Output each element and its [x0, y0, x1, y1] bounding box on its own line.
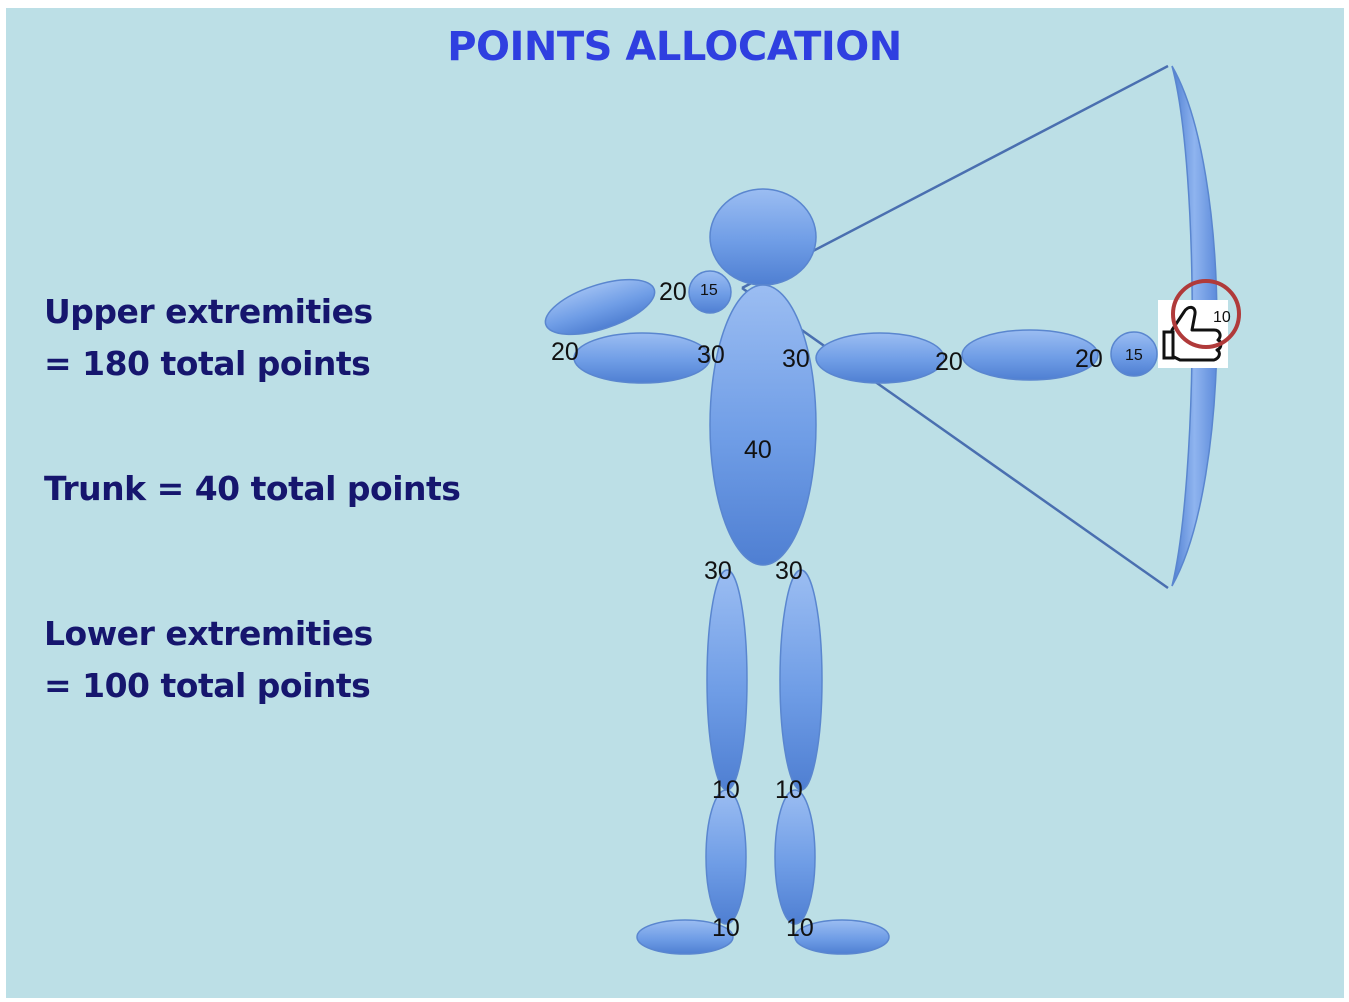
- point-neck: 15: [700, 282, 718, 299]
- point-left-foot: 10: [712, 914, 740, 942]
- trunk-total: Trunk = 40 total points: [44, 469, 461, 508]
- neck-joint: [688, 270, 732, 314]
- left-shin: [705, 789, 747, 925]
- bow-string-lower: [741, 286, 1169, 590]
- right-thigh: [779, 569, 823, 791]
- trunk-summary: Trunk = 40 total points: [44, 463, 461, 515]
- point-right-wrist: 20: [1075, 345, 1103, 373]
- point-right-hip: 30: [775, 557, 803, 585]
- upper-extremities-total: = 180 total points: [44, 344, 371, 383]
- head: [709, 188, 817, 286]
- lower-extremities-total: = 100 total points: [44, 666, 371, 705]
- right-shin: [774, 789, 816, 925]
- point-left-elbow: 20: [551, 338, 579, 366]
- slide-background: [6, 8, 1344, 998]
- right-upper-arm: [815, 332, 945, 384]
- left-forearm: [573, 332, 711, 384]
- point-right-knee: 10: [775, 776, 803, 804]
- point-trunk: 40: [744, 436, 772, 464]
- left-upper-arm: [544, 278, 656, 336]
- right-hand: [1110, 331, 1158, 377]
- trunk: [709, 284, 817, 566]
- point-right-elbow: 20: [935, 348, 963, 376]
- left-foot: [636, 919, 734, 955]
- point-right-foot: 10: [786, 914, 814, 942]
- upper-extremities-summary: Upper extremities = 180 total points: [44, 286, 373, 390]
- point-right-upper-arm-inner: 30: [782, 345, 810, 373]
- point-finger: 10: [1213, 309, 1231, 326]
- lower-extremities-summary: Lower extremities = 100 total points: [44, 608, 373, 712]
- highlight-circle: [1171, 279, 1241, 349]
- right-foot: [794, 919, 890, 955]
- point-right-hand: 15: [1125, 347, 1143, 364]
- page-title: POINTS ALLOCATION: [447, 24, 902, 70]
- right-forearm: [961, 329, 1099, 381]
- left-thigh: [706, 569, 748, 791]
- point-left-upper-arm-inner: 30: [697, 341, 725, 369]
- lower-extremities-label: Lower extremities: [44, 614, 373, 653]
- point-left-shoulder: 20: [659, 278, 687, 306]
- upper-extremities-label: Upper extremities: [44, 292, 373, 331]
- point-left-knee: 10: [712, 776, 740, 804]
- point-left-hip: 30: [704, 557, 732, 585]
